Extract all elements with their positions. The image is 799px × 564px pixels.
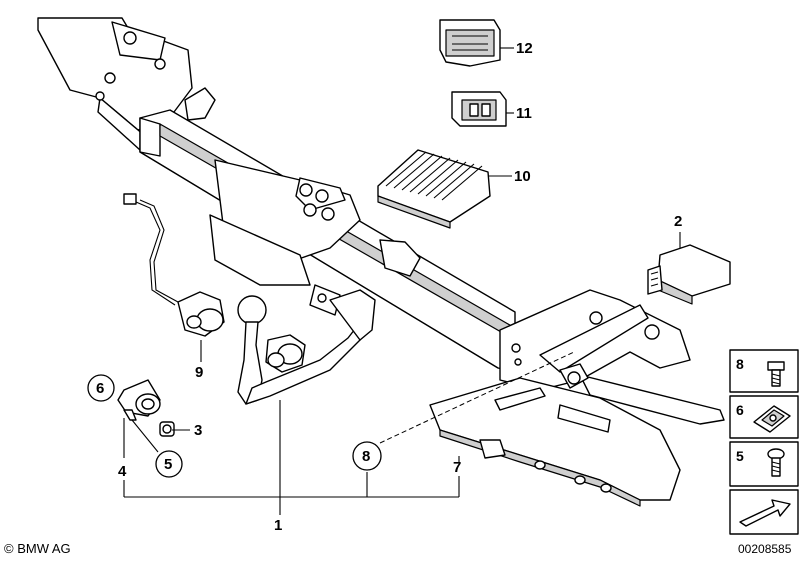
callout-5: 5 [164, 456, 172, 473]
clip-3 [159, 421, 175, 437]
callout-9: 9 [195, 364, 203, 381]
callout-11: 11 [516, 105, 532, 122]
callout-8: 8 [362, 448, 370, 465]
callout-7: 7 [453, 459, 461, 476]
callout-12: 12 [516, 40, 533, 57]
connector-11 [451, 91, 507, 127]
connector-12 [439, 19, 501, 67]
bolt-icon [767, 448, 785, 477]
callout-8-circle [352, 441, 382, 471]
bracket-7 [429, 377, 681, 507]
callout-2: 2 [674, 213, 682, 230]
control-unit-2 [647, 244, 731, 305]
legend-8: 8 [736, 356, 744, 372]
control-module-10 [377, 149, 491, 229]
callout-6: 6 [96, 380, 104, 397]
screw-icon [767, 361, 785, 387]
legend-5: 5 [736, 448, 744, 464]
callouts: 12 11 10 2 9 3 4 7 1 6 5 8 [87, 40, 682, 534]
callout-3: 3 [194, 422, 202, 439]
hitch-mounting-block [184, 87, 421, 316]
leader-lines [123, 47, 681, 515]
callout-6-circle [87, 374, 115, 402]
callout-5-circle [155, 450, 183, 478]
wiring-harness [123, 193, 225, 337]
callout-10: 10 [514, 168, 531, 185]
diagram-id: 00208585 [738, 542, 792, 556]
copyright-text: © BMW AG [4, 541, 71, 556]
arrow-icon [739, 499, 791, 527]
clip-nut-icon [753, 405, 791, 433]
socket-bracket-6 [117, 379, 161, 421]
tow-ball [237, 289, 376, 405]
callout-1: 1 [274, 517, 282, 534]
legend-box-5 [729, 441, 799, 487]
legend-6: 6 [736, 402, 744, 418]
left-mounting-bracket [37, 17, 193, 151]
callout-4: 4 [118, 463, 127, 480]
legend-box-8 [729, 349, 799, 393]
legend-panel: 8 6 5 [729, 349, 799, 535]
right-mounting-bracket [499, 289, 725, 425]
